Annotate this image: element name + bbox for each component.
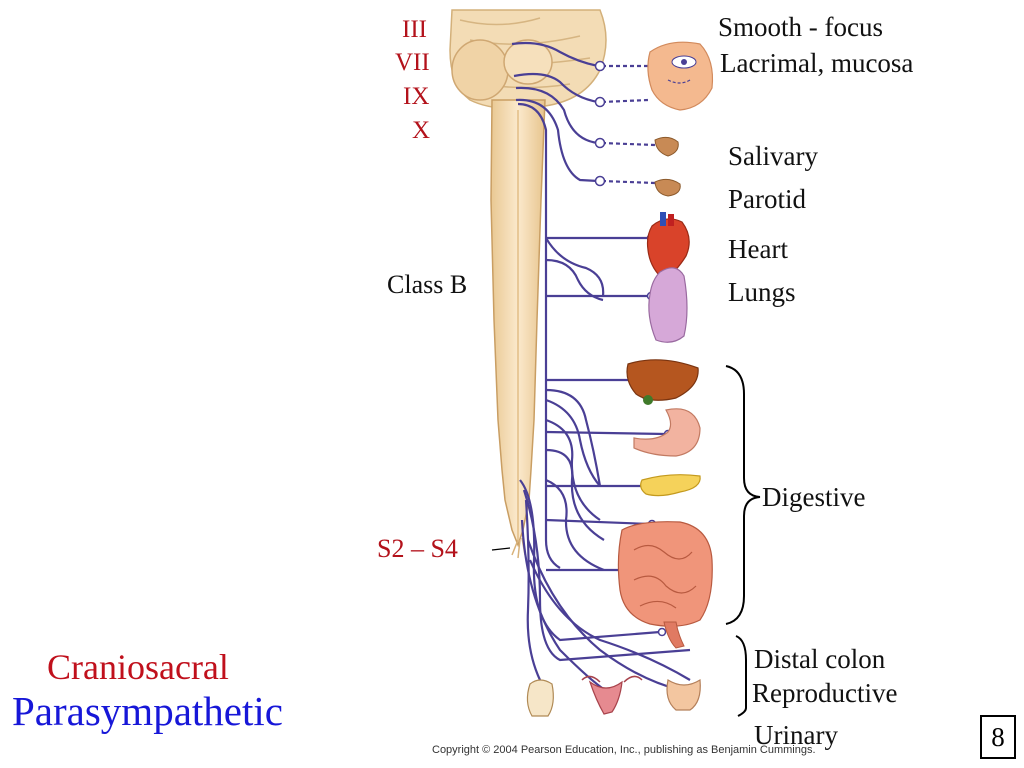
urinary-label: Urinary	[754, 720, 838, 750]
parotid-label: Parotid	[728, 184, 806, 214]
lacrimal-mucosa-label: Lacrimal, mucosa	[720, 48, 914, 78]
pancreas-organ	[640, 474, 701, 497]
salivary-gland-organ	[654, 136, 679, 157]
reproductive-organ	[581, 675, 643, 715]
fiber-class-label: Class B	[387, 270, 468, 299]
distal-colon-organ	[526, 679, 554, 717]
cranial-nerve-iii-label: III	[402, 16, 427, 43]
lung-organ	[648, 267, 688, 343]
liver-organ	[626, 359, 699, 405]
brain-stem	[449, 9, 607, 110]
digestive-brace	[725, 365, 761, 625]
eye-smooth-focus-label: Smooth - focus	[718, 12, 883, 42]
cranial-nerve-fibers	[511, 41, 656, 569]
sacral-nerve-fibers	[519, 479, 691, 692]
eye-organ	[647, 41, 714, 111]
cranial-nerve-vii-label: VII	[395, 49, 430, 76]
lungs-label: Lungs	[728, 277, 796, 307]
copyright-notice: Copyright © 2004 Pearson Education, Inc.…	[432, 744, 816, 756]
intestine-organ	[617, 521, 713, 649]
cranial-nerve-x-label: X	[412, 117, 431, 144]
parotid-gland-organ	[654, 178, 681, 197]
salivary-label: Salivary	[728, 141, 818, 171]
sacral-segments-label: S2 – S4	[377, 534, 458, 563]
heart-label: Heart	[728, 234, 788, 264]
stomach-organ	[633, 408, 701, 457]
cranial-nerve-ix-label: IX	[403, 83, 430, 110]
page-number-box: 8	[980, 715, 1016, 759]
reproductive-label: Reproductive	[752, 678, 898, 708]
pelvic-brace	[735, 635, 747, 717]
sacral-pointer-line	[491, 547, 511, 551]
title-craniosacral: Craniosacral	[47, 647, 229, 687]
urinary-bladder-organ	[666, 678, 701, 711]
digestive-label: Digestive	[762, 482, 866, 512]
title-parasympathetic: Parasympathetic	[12, 688, 283, 734]
distal-colon-label: Distal colon	[754, 644, 886, 674]
